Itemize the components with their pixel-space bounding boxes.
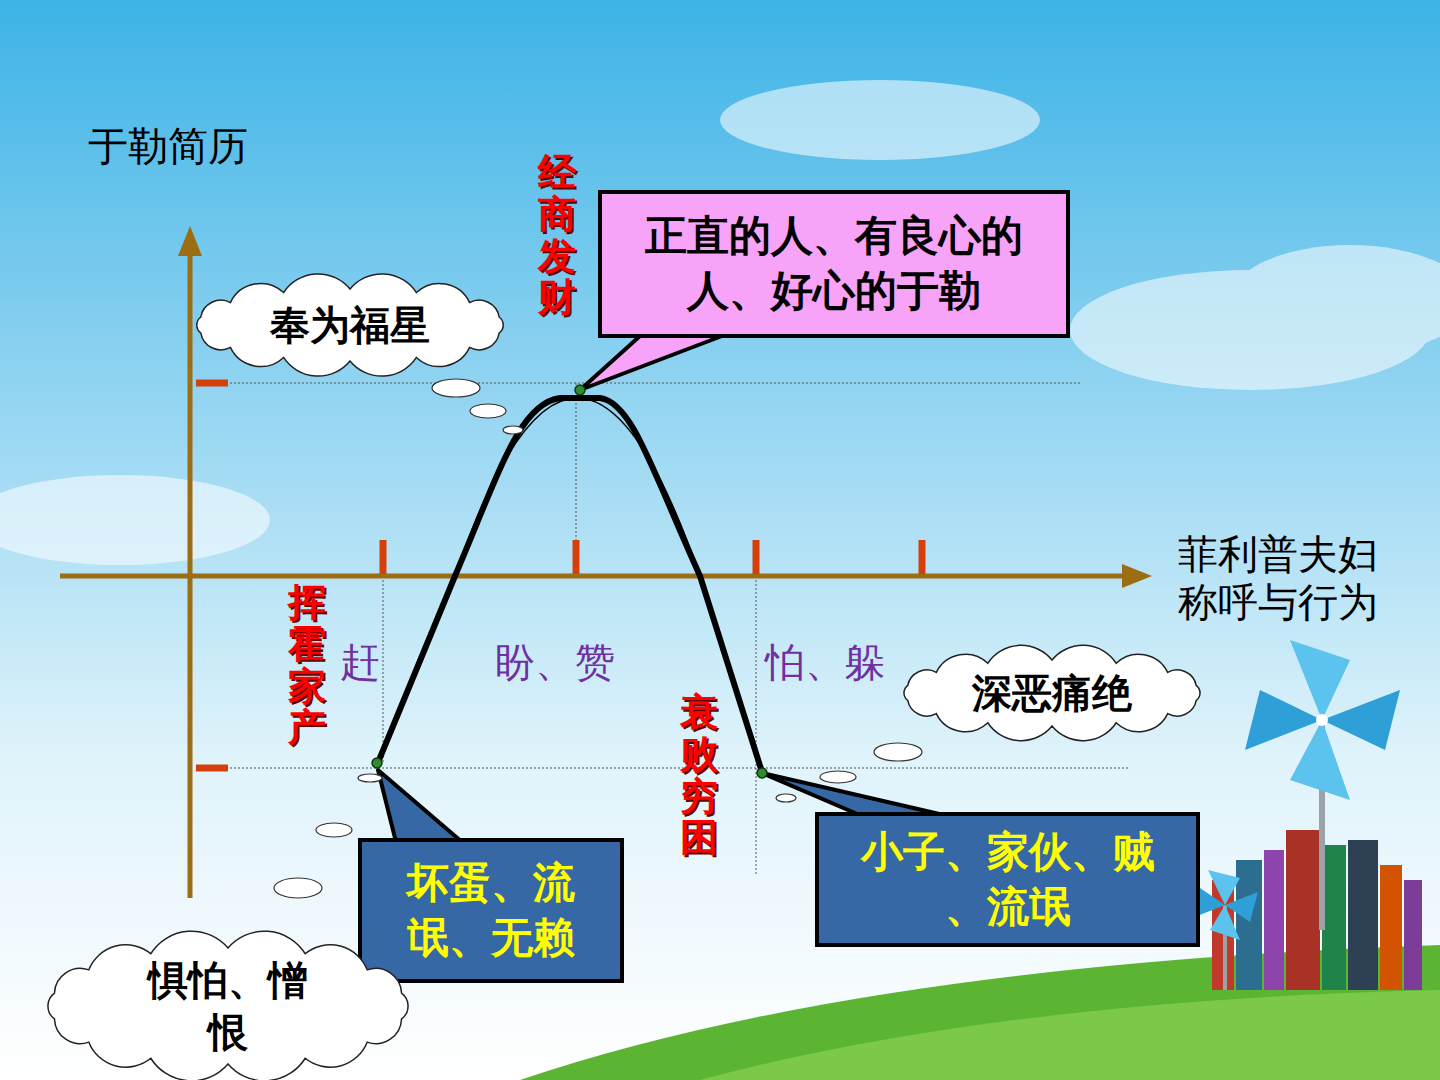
insult-callout: 坏蛋、流 氓、无赖 <box>358 838 624 983</box>
node-text: 深恶痛绝 <box>972 667 1132 719</box>
cloud-outline <box>38 936 418 1076</box>
stage-label: 经商发财 <box>538 152 576 319</box>
praise-callout: 正直的人、有良心的 人、好心的于勒 <box>598 190 1070 338</box>
attitude-cloud: 奉为福星 <box>185 277 515 373</box>
axis-title: 于勒简历 <box>88 122 248 170</box>
node-text: 坏蛋、流 氓、无赖 <box>401 856 582 965</box>
cloud-shape <box>48 931 408 1080</box>
behaviour-label: 怕、躲 <box>765 638 885 686</box>
books <box>1212 830 1422 990</box>
axis-ticks <box>196 383 922 768</box>
behaviour-label: 赶 <box>340 638 380 686</box>
behaviour-label: 盼、赞 <box>495 638 615 686</box>
attitude-cloud: 惧怕、憎 恨 <box>38 936 418 1076</box>
cloud-shape <box>904 645 1200 740</box>
insult-callout: 小子、家伙、贼 、流氓 <box>815 812 1200 947</box>
stage-label: 挥霍家产 <box>288 582 326 749</box>
sky-clouds <box>0 80 1440 565</box>
axis-title: 菲利普夫妇 称呼与行为 <box>1178 530 1390 626</box>
stage-label: 衰败穷困 <box>680 692 718 859</box>
guide-lines <box>230 383 1130 875</box>
node-text: 小子、家伙、贼 、流氓 <box>854 825 1161 934</box>
node-text: 正直的人、有良心的 人、好心的于勒 <box>639 209 1030 318</box>
callout-pointers <box>378 336 948 842</box>
cloud-shape <box>197 274 503 376</box>
node-text: 奉为福星 <box>270 299 430 351</box>
pinwheel <box>1192 640 1400 990</box>
green-hill-front <box>700 990 1440 1080</box>
attitude-cloud: 深恶痛绝 <box>892 648 1212 738</box>
node-text: 惧怕、憎 恨 <box>142 954 314 1058</box>
